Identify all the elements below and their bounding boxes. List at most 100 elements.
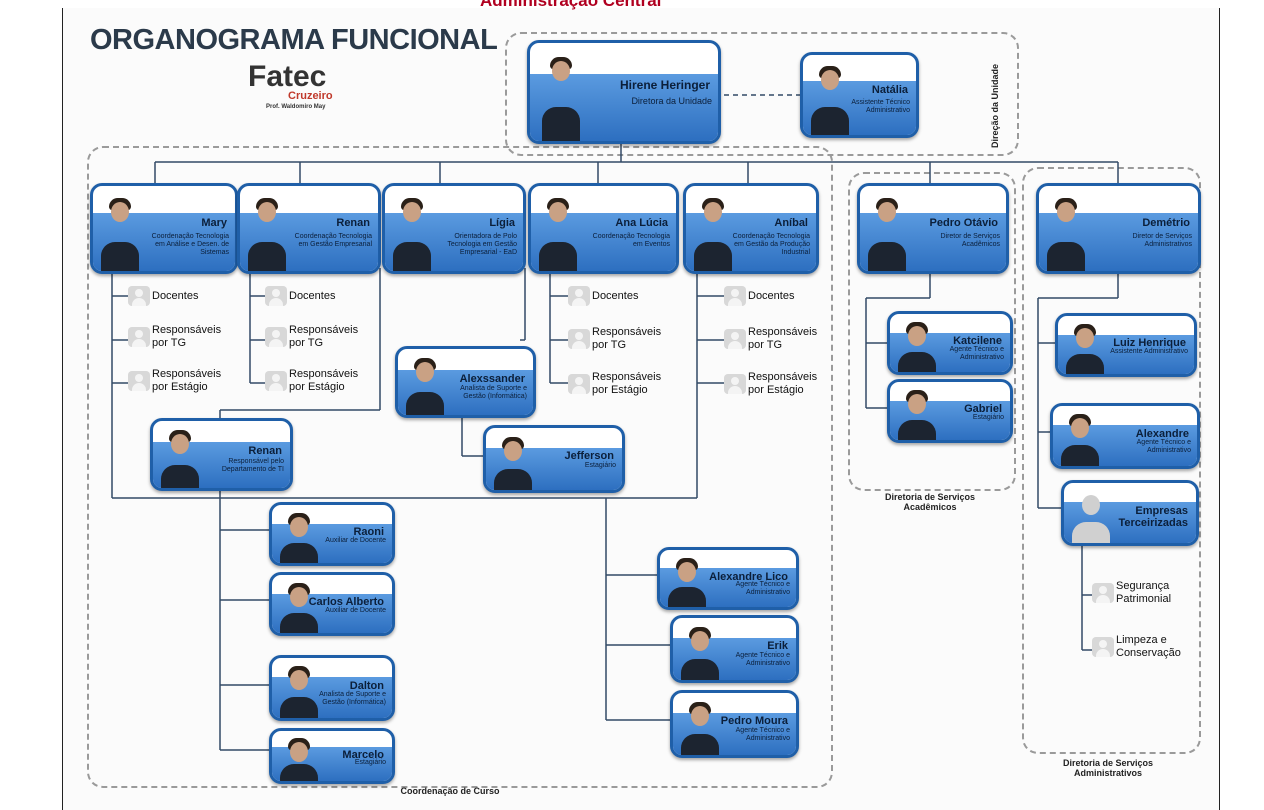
list-item-docentes: Docentes [568, 286, 638, 306]
list-item-tg: Responsáveis por TG [265, 324, 365, 350]
list-item-estagio: Responsáveis por Estágio [568, 371, 668, 397]
list-item-estagio: Responsáveis por Estágio [265, 368, 365, 394]
list-item-tg: Responsáveis por TG [128, 324, 228, 350]
coordination-label: Coordenação de Curso [400, 786, 500, 796]
person-photo-icon [866, 197, 908, 271]
person-photo-icon [159, 430, 201, 488]
staff-name: Empresas Terceirizadas [1118, 504, 1188, 529]
user-icon [1092, 583, 1114, 603]
person-photo-icon [246, 197, 288, 271]
staff-role: Auxiliar de Docente [325, 606, 386, 614]
card-empresas-terceirizadas[interactable]: Empresas Terceirizadas [1061, 480, 1199, 546]
person-photo-icon [278, 583, 320, 633]
user-icon [128, 286, 150, 306]
card-renan-ti[interactable]: Renan Responsável pelo Departamento de T… [150, 418, 293, 491]
user-icon [128, 327, 150, 347]
card-alexandre[interactable]: Alexandre Agente Técnico e Administrativ… [1050, 403, 1200, 469]
user-icon [568, 286, 590, 306]
list-item-limpeza: Limpeza e Conservação [1092, 634, 1192, 660]
direction-box [505, 32, 1019, 156]
director-role: Diretor de Serviços Acadêmicos [940, 232, 1000, 248]
coordinator-role: Coordenação Tecnologia em Análise e Dese… [151, 232, 229, 256]
card-coordinator-ligia[interactable]: Lígia Orientadora de Polo Tecnologia em … [382, 183, 526, 274]
logo-prof: Prof. Waldomiro May [266, 104, 326, 110]
coordinator-name: Lígia [489, 216, 515, 229]
user-icon [265, 327, 287, 347]
staff-name: Pedro Moura [720, 715, 788, 728]
card-erik[interactable]: Erik Agente Técnico e Administrativo [670, 615, 799, 683]
coordinator-name: Aníbal [774, 216, 808, 229]
user-icon [724, 374, 746, 394]
staff-role: Responsável pelo Departamento de TI [221, 457, 284, 473]
staff-role: Agente Técnico e Administrativo [1136, 439, 1191, 454]
card-marcelo[interactable]: Marcelo Estagiário [269, 728, 395, 784]
staff-name: Erik [767, 640, 788, 653]
staff-role: Agente Técnico e Administrativo [735, 652, 790, 668]
list-item-docentes: Docentes [128, 286, 198, 306]
card-gabriel[interactable]: Gabriel Estagiário [887, 379, 1013, 443]
card-assistant[interactable]: Natália Assistente Técnico Administrativ… [800, 52, 919, 138]
card-coordinator-renan[interactable]: Renan Coordenação Tecnologia em Gestão E… [237, 183, 381, 274]
staff-role: Assistente Administrativo [1110, 347, 1188, 355]
card-katcilene[interactable]: Katcilene Agente Técnico e Administrativ… [887, 311, 1013, 375]
staff-role: Estagiário [972, 413, 1004, 421]
staff-role: Analista de Suporte e Gestão (Informátic… [319, 691, 386, 706]
staff-name: Jefferson [564, 450, 614, 463]
user-icon [128, 371, 150, 391]
staff-role: Auxiliar de Docente [325, 536, 386, 544]
card-jefferson[interactable]: Jefferson Estagiário [483, 425, 625, 493]
person-photo-icon [666, 557, 708, 607]
card-alexssander[interactable]: Alexssander Analista de Suporte e Gestão… [395, 346, 536, 418]
person-photo-icon [1045, 197, 1087, 271]
card-dalton[interactable]: Dalton Analista de Suporte e Gestão (Inf… [269, 655, 395, 721]
coordinator-name: Ana Lúcia [615, 216, 668, 229]
card-luiz-henrique[interactable]: Luiz Henrique Assistente Administrativo [1055, 313, 1197, 377]
user-icon [265, 371, 287, 391]
card-director[interactable]: Hirene Heringer Diretora da Unidade [527, 40, 721, 144]
staff-name: Carlos Alberto [308, 595, 384, 608]
person-photo-icon [809, 66, 851, 135]
person-photo-icon [99, 197, 141, 271]
card-coordinator-mary[interactable]: Mary Coordenação Tecnologia em Análise e… [90, 183, 238, 274]
staff-name: Luiz Henrique [1113, 336, 1186, 349]
director-name: Demétrio [1142, 216, 1190, 229]
coordinator-role: Coordenação Tecnologia em Gestão Empresa… [294, 232, 372, 248]
director-name: Pedro Otávio [929, 216, 998, 229]
card-raoni[interactable]: Raoni Auxiliar de Docente [269, 502, 395, 566]
administrative-box [1022, 167, 1201, 754]
coordinator-role: Coordenação Tecnologia em Gestão da Prod… [732, 232, 810, 256]
staff-name: Katcilene [953, 334, 1002, 347]
person-photo-icon [679, 701, 721, 755]
user-icon [568, 329, 590, 349]
coordinator-name: Renan [336, 216, 370, 229]
header-title: Administração Central [480, 0, 662, 10]
coordinator-role: Orientadora de Polo Tecnologia em Gestão… [447, 232, 517, 256]
generic-person-icon [1070, 491, 1112, 543]
staff-name: Gabriel [964, 402, 1002, 415]
card-coordinator-ana-lucia[interactable]: Ana Lúcia Coordenação Tecnologia em Even… [528, 183, 679, 274]
card-pedro-otavio[interactable]: Pedro Otávio Diretor de Serviços Acadêmi… [857, 183, 1009, 274]
staff-name: Alexssander [459, 372, 525, 385]
person-photo-icon [537, 197, 579, 271]
user-icon [724, 286, 746, 306]
person-photo-icon [679, 626, 721, 680]
card-coordinator-anibal[interactable]: Aníbal Coordenação Tecnologia em Gestão … [683, 183, 819, 274]
staff-role: Estagiário [354, 758, 386, 766]
coordination-box [87, 146, 833, 788]
person-photo-icon [278, 666, 320, 718]
list-item-tg: Responsáveis por TG [568, 326, 668, 352]
fatec-logo: Fatec [248, 60, 327, 93]
list-item-estagio: Responsáveis por Estágio [724, 371, 824, 397]
person-photo-icon [278, 513, 320, 563]
list-item-tg: Responsáveis por TG [724, 326, 824, 352]
person-photo-icon [391, 197, 433, 271]
card-demetrio[interactable]: Demétrio Diretor de Serviços Administrat… [1036, 183, 1201, 274]
staff-name: Marcelo [342, 749, 384, 761]
card-pedro-moura[interactable]: Pedro Moura Agente Técnico e Administrat… [670, 690, 799, 758]
person-photo-icon [692, 197, 734, 271]
card-carlos-alberto[interactable]: Carlos Alberto Auxiliar de Docente [269, 572, 395, 636]
staff-name: Alexandre Lico [709, 570, 788, 583]
person-photo-icon [1059, 414, 1101, 466]
card-alexandre-lico[interactable]: Alexandre Lico Agente Técnico e Administ… [657, 547, 799, 610]
